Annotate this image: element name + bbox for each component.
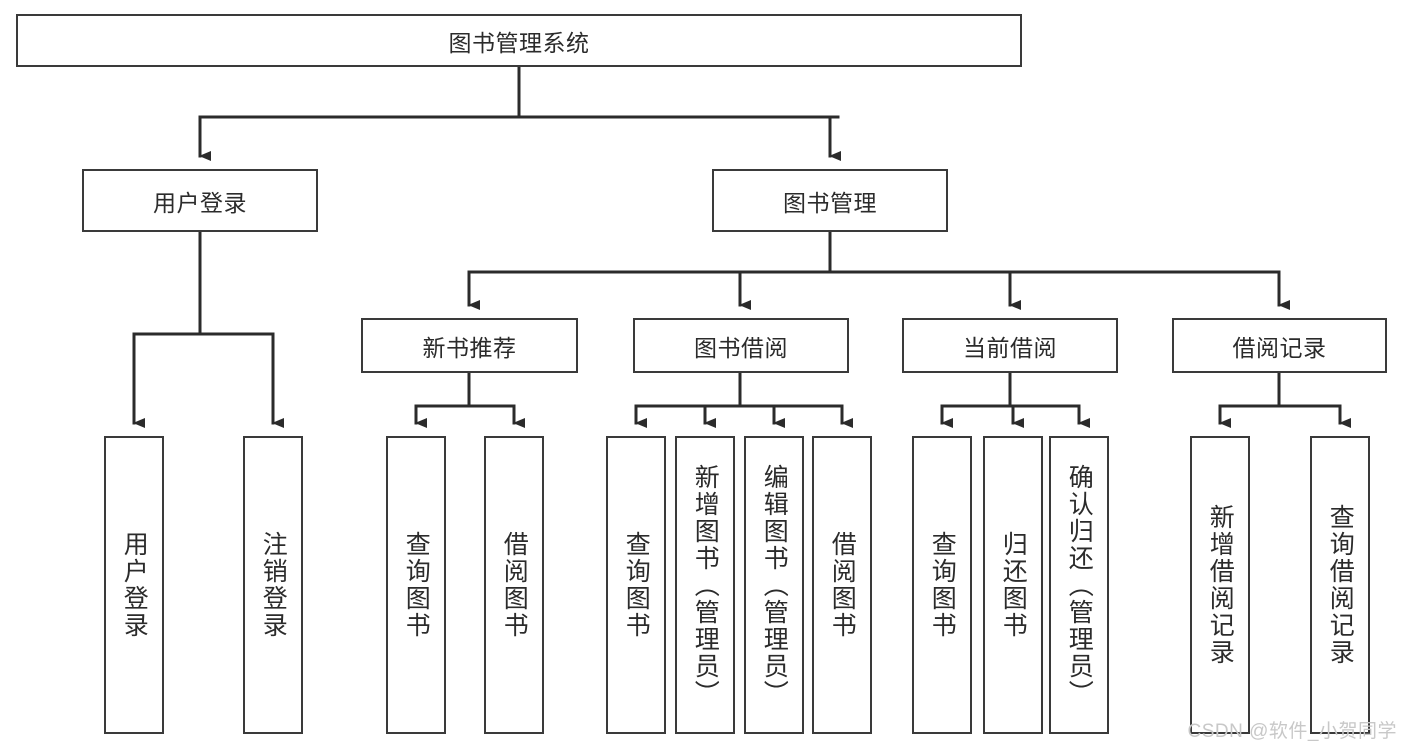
node-leaf-query-book-1-label: 查询图书 bbox=[402, 531, 431, 639]
node-leaf-query-book-3[interactable]: 查询图书 bbox=[912, 436, 972, 734]
node-leaf-return-book-label: 归还图书 bbox=[999, 531, 1028, 639]
node-current-borrow-label: 当前借阅 bbox=[963, 334, 1057, 361]
node-leaf-return-book[interactable]: 归还图书 bbox=[983, 436, 1043, 734]
node-leaf-query-record[interactable]: 查询借阅记录 bbox=[1310, 436, 1370, 734]
node-leaf-query-book-2-label: 查询图书 bbox=[622, 531, 651, 639]
node-new-book-rec-label: 新书推荐 bbox=[422, 334, 517, 361]
node-leaf-query-book-1[interactable]: 查询图书 bbox=[386, 436, 446, 734]
node-book-manage-label: 图书管理 bbox=[783, 189, 877, 216]
node-leaf-confirm-return[interactable]: 确认归还（管理员） bbox=[1049, 436, 1109, 734]
node-leaf-borrow-book-1-label: 借阅图书 bbox=[500, 531, 529, 639]
node-borrow-record[interactable]: 借阅记录 bbox=[1172, 318, 1387, 373]
node-leaf-query-record-label: 查询借阅记录 bbox=[1326, 504, 1355, 666]
watermark: CSDN @软件_小贺同学 bbox=[1187, 721, 1397, 742]
node-leaf-add-book-label: 新增图书（管理员） bbox=[691, 463, 720, 707]
node-leaf-query-book-3-label: 查询图书 bbox=[928, 531, 957, 639]
node-new-book-rec[interactable]: 新书推荐 bbox=[361, 318, 578, 373]
node-leaf-add-record[interactable]: 新增借阅记录 bbox=[1190, 436, 1250, 734]
node-leaf-borrow-book-1[interactable]: 借阅图书 bbox=[484, 436, 544, 734]
node-root[interactable]: 图书管理系统 bbox=[16, 14, 1022, 67]
node-leaf-borrow-book-2[interactable]: 借阅图书 bbox=[812, 436, 872, 734]
node-book-manage[interactable]: 图书管理 bbox=[712, 169, 948, 232]
node-user-login[interactable]: 用户登录 bbox=[82, 169, 318, 232]
node-leaf-user-login-label: 用户登录 bbox=[120, 531, 149, 639]
node-leaf-confirm-return-label: 确认归还（管理员） bbox=[1065, 463, 1094, 707]
node-borrow-record-label: 借阅记录 bbox=[1232, 334, 1327, 361]
node-root-label: 图书管理系统 bbox=[448, 29, 590, 56]
node-current-borrow[interactable]: 当前借阅 bbox=[902, 318, 1118, 373]
node-user-login-label: 用户登录 bbox=[153, 189, 247, 216]
node-leaf-add-book[interactable]: 新增图书（管理员） bbox=[675, 436, 735, 734]
node-book-borrow-label: 图书借阅 bbox=[694, 334, 788, 361]
node-leaf-user-login[interactable]: 用户登录 bbox=[104, 436, 164, 734]
node-leaf-add-record-label: 新增借阅记录 bbox=[1206, 504, 1235, 666]
node-leaf-edit-book[interactable]: 编辑图书（管理员） bbox=[744, 436, 804, 734]
node-leaf-logout[interactable]: 注销登录 bbox=[243, 436, 303, 734]
node-leaf-borrow-book-2-label: 借阅图书 bbox=[828, 531, 857, 639]
node-leaf-query-book-2[interactable]: 查询图书 bbox=[606, 436, 666, 734]
node-leaf-logout-label: 注销登录 bbox=[259, 531, 288, 639]
node-book-borrow[interactable]: 图书借阅 bbox=[633, 318, 849, 373]
node-leaf-edit-book-label: 编辑图书（管理员） bbox=[760, 463, 789, 707]
